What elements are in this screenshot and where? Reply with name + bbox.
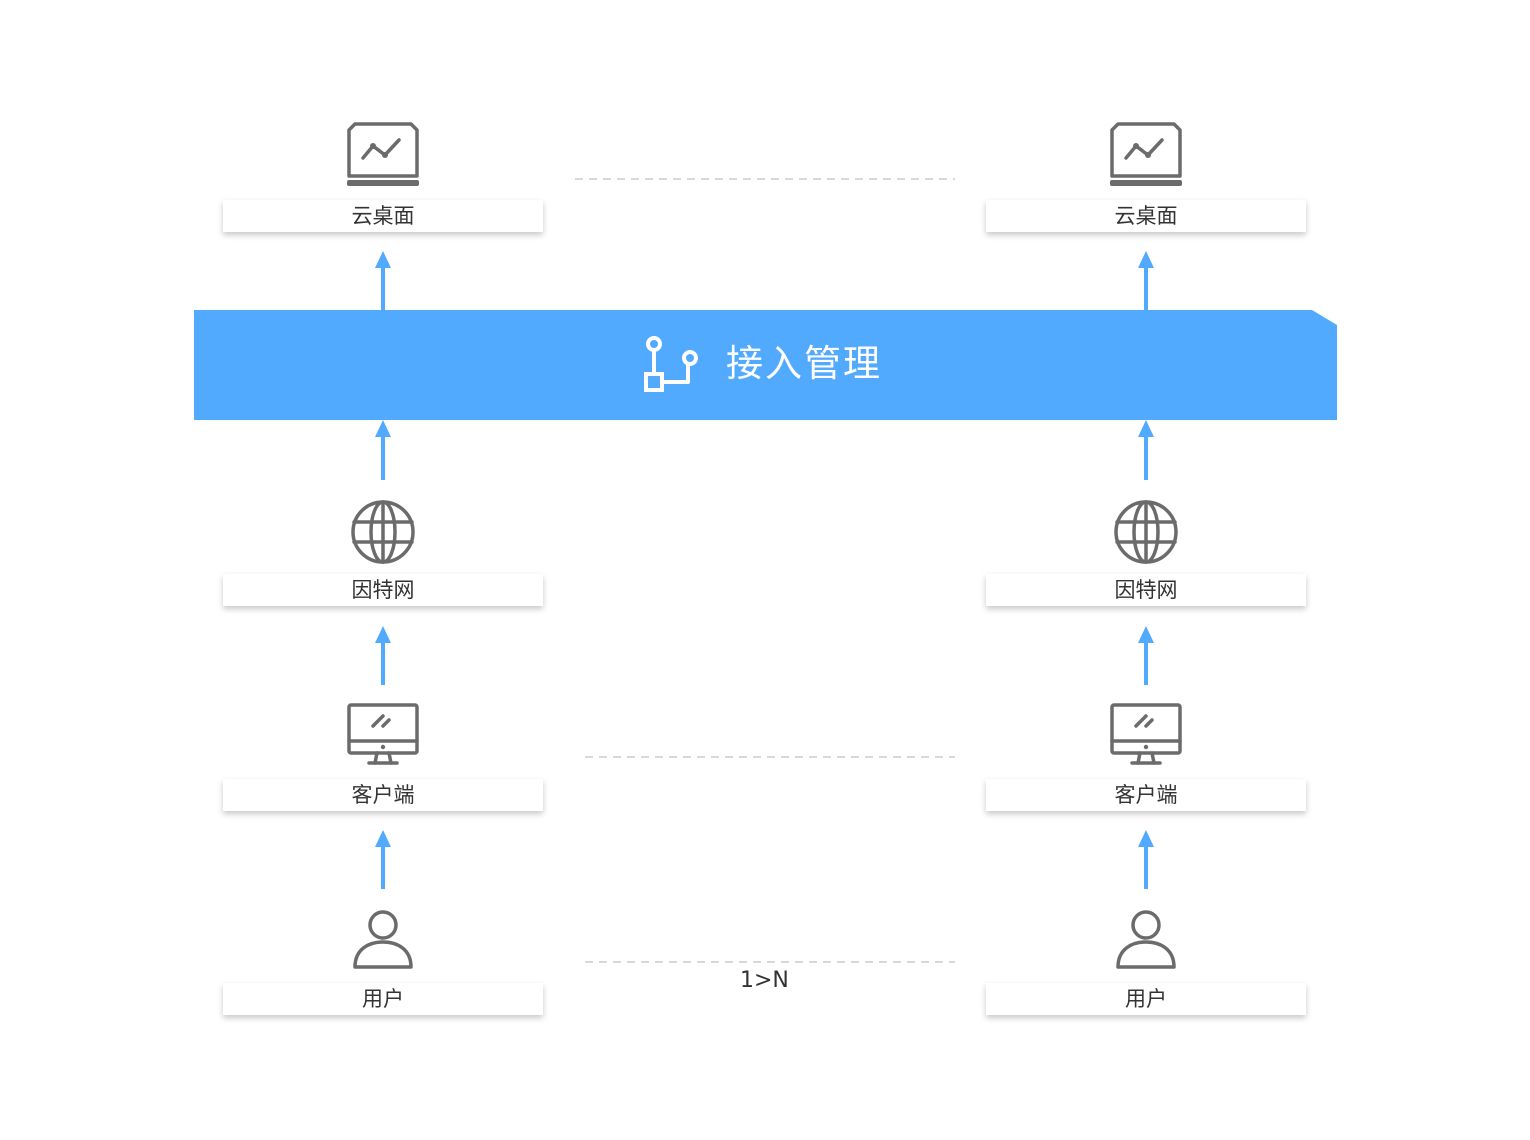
branch-icon (644, 336, 698, 392)
node-left-user: 用户 (193, 889, 573, 1033)
arrowhead (375, 251, 391, 268)
cloud-desktop-icon (1110, 122, 1182, 186)
user-icon (1116, 910, 1176, 969)
globe-icon (1114, 500, 1178, 564)
cloud-desktop-icon (347, 122, 419, 186)
arrowhead (375, 830, 391, 847)
node-right-user: 用户 (956, 889, 1336, 1033)
arrowhead (1138, 830, 1154, 847)
arrowhead (1138, 420, 1154, 437)
arrowhead (1138, 626, 1154, 643)
node-right-client: 客户端 (956, 685, 1336, 829)
monitor-icon (347, 703, 419, 765)
node-right-internet: 因特网 (956, 480, 1336, 624)
node-label: 客户端 (986, 779, 1306, 811)
node-left-client: 客户端 (193, 685, 573, 829)
node-label: 用户 (223, 983, 543, 1015)
arrowhead (375, 626, 391, 643)
node-label: 因特网 (223, 574, 543, 606)
monitor-icon (1110, 703, 1182, 765)
node-label: 云桌面 (223, 200, 543, 232)
node-left-cloud-desktop: 云桌面 (193, 106, 573, 250)
arrowhead (375, 420, 391, 437)
node-left-internet: 因特网 (193, 480, 573, 624)
node-label: 客户端 (223, 779, 543, 811)
node-label: 用户 (986, 983, 1306, 1015)
access-management-banner: 接入管理 (194, 310, 1337, 420)
node-label: 因特网 (986, 574, 1306, 606)
user-icon (353, 910, 413, 969)
node-right-cloud-desktop: 云桌面 (956, 106, 1336, 250)
node-label: 云桌面 (986, 200, 1306, 232)
relation-label: 1>N (740, 968, 789, 993)
arrowhead (1138, 251, 1154, 268)
banner-title: 接入管理 (726, 342, 882, 385)
globe-icon (351, 500, 415, 564)
